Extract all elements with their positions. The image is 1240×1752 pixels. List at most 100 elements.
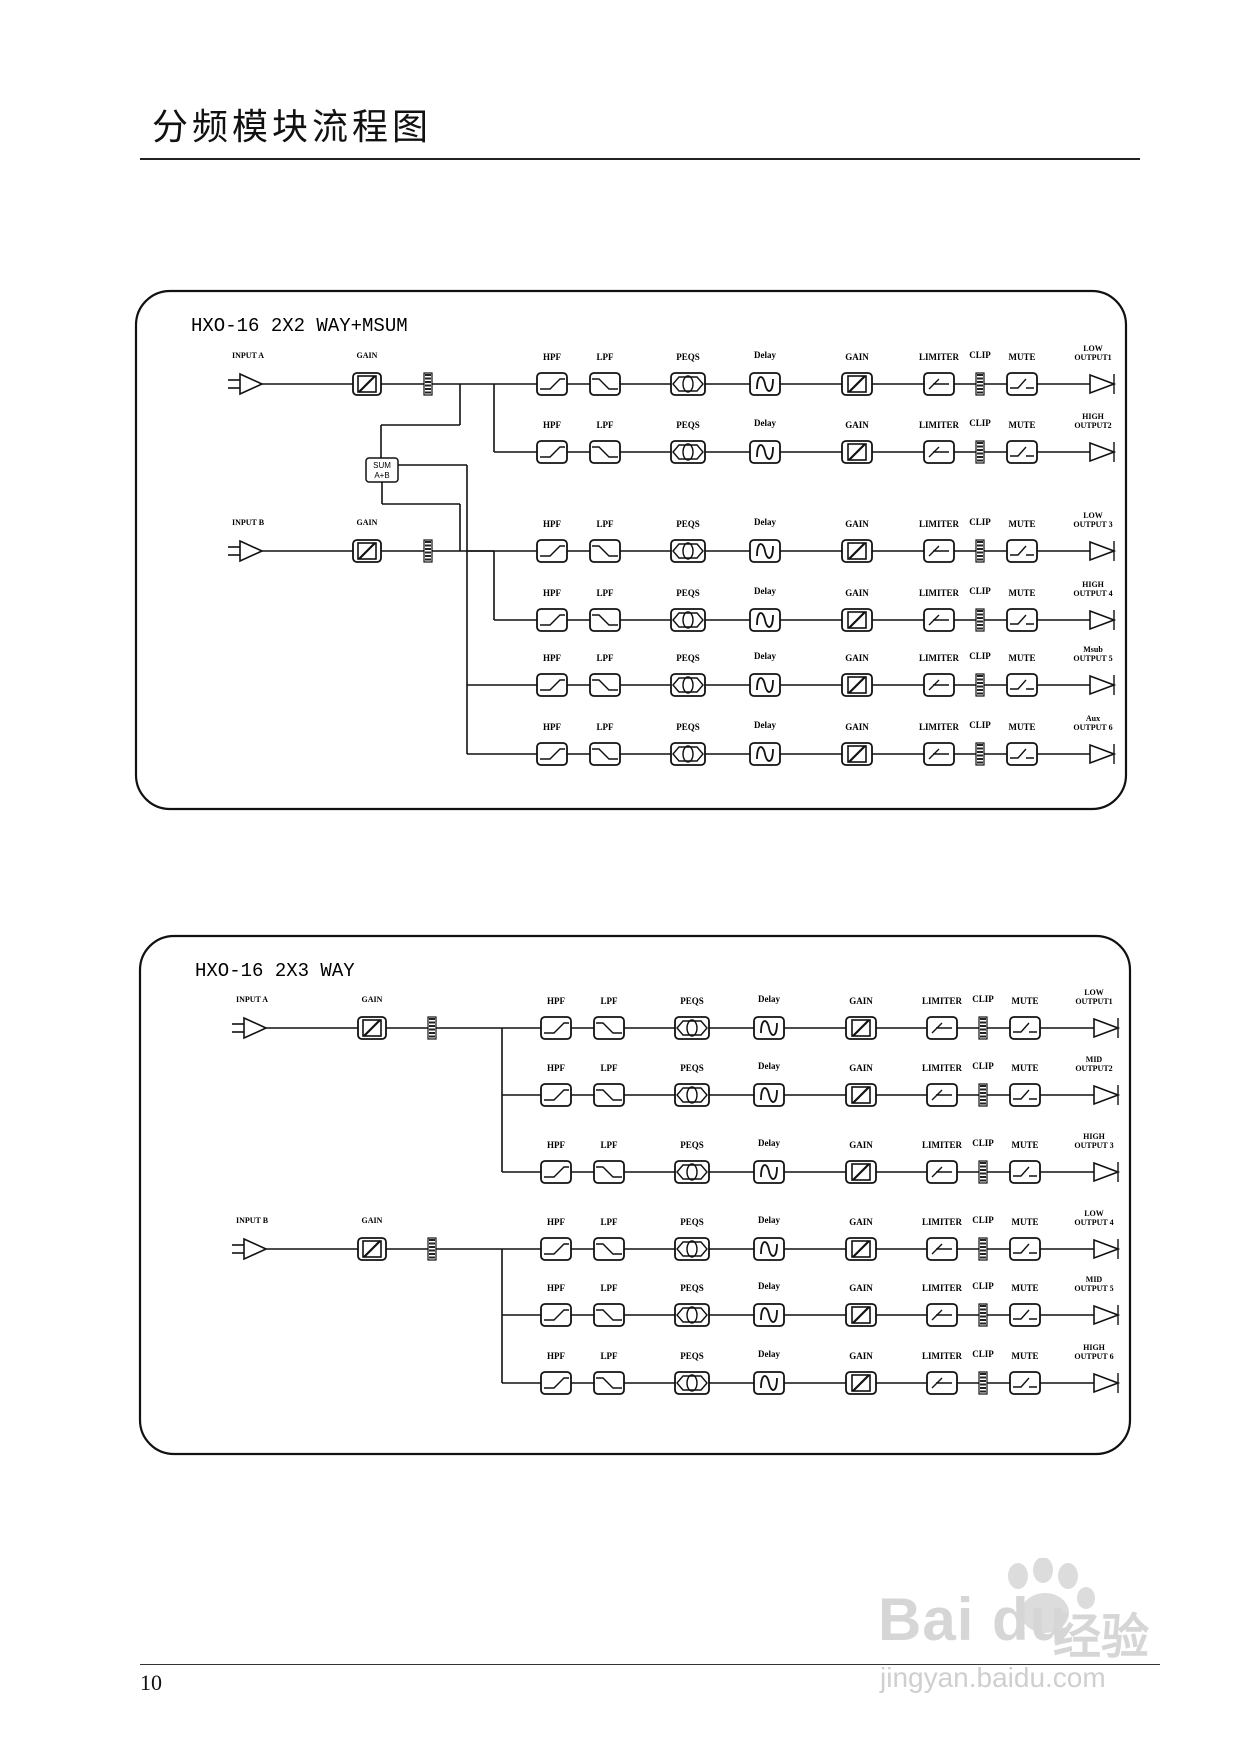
mute-icon[interactable] bbox=[1006, 372, 1038, 396]
limiter-icon[interactable] bbox=[926, 1303, 958, 1327]
peq-icon[interactable] bbox=[670, 539, 706, 563]
lpf-icon[interactable] bbox=[589, 440, 621, 464]
delay-icon[interactable] bbox=[753, 1371, 785, 1395]
gain-icon[interactable] bbox=[841, 608, 873, 632]
gain-icon[interactable] bbox=[845, 1237, 877, 1261]
peq-icon[interactable] bbox=[674, 1160, 710, 1184]
hpf-icon[interactable] bbox=[540, 1371, 572, 1395]
mute-icon[interactable] bbox=[1009, 1016, 1041, 1040]
hpf-icon[interactable] bbox=[540, 1303, 572, 1327]
gain-icon[interactable] bbox=[845, 1371, 877, 1395]
lpf-icon[interactable] bbox=[593, 1303, 625, 1327]
limiter-icon[interactable] bbox=[926, 1016, 958, 1040]
input-gain-box[interactable] bbox=[352, 539, 382, 563]
output-name-label: OUTPUT1 bbox=[1075, 997, 1112, 1006]
watermark: Bai du 经验 jingyan.baidu.com bbox=[868, 1558, 1168, 1700]
output-icon bbox=[1093, 1084, 1121, 1106]
hpf-icon[interactable] bbox=[536, 372, 568, 396]
lpf-icon[interactable] bbox=[593, 1160, 625, 1184]
hpf-icon[interactable] bbox=[536, 539, 568, 563]
lpf-icon[interactable] bbox=[593, 1083, 625, 1107]
peq-icon[interactable] bbox=[674, 1083, 710, 1107]
gain-icon[interactable] bbox=[845, 1083, 877, 1107]
gain-icon[interactable] bbox=[841, 673, 873, 697]
limiter-icon[interactable] bbox=[926, 1237, 958, 1261]
peq-icon[interactable] bbox=[674, 1016, 710, 1040]
limiter-icon[interactable] bbox=[923, 673, 955, 697]
hpf-icon[interactable] bbox=[536, 742, 568, 766]
mute-icon[interactable] bbox=[1009, 1237, 1041, 1261]
gain-icon[interactable] bbox=[845, 1303, 877, 1327]
hpf-icon[interactable] bbox=[536, 440, 568, 464]
delay-icon[interactable] bbox=[749, 372, 781, 396]
lpf-icon[interactable] bbox=[589, 742, 621, 766]
hpf-icon[interactable] bbox=[536, 608, 568, 632]
gain-icon[interactable] bbox=[841, 440, 873, 464]
hpf-icon[interactable] bbox=[536, 673, 568, 697]
mute-icon[interactable] bbox=[1006, 673, 1038, 697]
input-gain-box[interactable] bbox=[357, 1237, 387, 1261]
clip-meter-icon bbox=[975, 372, 985, 396]
lpf-icon[interactable] bbox=[589, 673, 621, 697]
gain-icon[interactable] bbox=[841, 372, 873, 396]
limiter-icon[interactable] bbox=[923, 440, 955, 464]
delay-label: Delay bbox=[754, 350, 776, 360]
delay-icon[interactable] bbox=[749, 539, 781, 563]
delay-icon[interactable] bbox=[753, 1016, 785, 1040]
gain-label: GAIN bbox=[849, 1063, 873, 1073]
peq-icon[interactable] bbox=[670, 440, 706, 464]
peq-icon[interactable] bbox=[674, 1371, 710, 1395]
output-icon bbox=[1093, 1161, 1121, 1183]
clip-label: CLIP bbox=[969, 651, 991, 661]
limiter-icon[interactable] bbox=[923, 742, 955, 766]
limiter-icon[interactable] bbox=[926, 1083, 958, 1107]
lpf-icon[interactable] bbox=[589, 372, 621, 396]
peq-icon[interactable] bbox=[670, 608, 706, 632]
limiter-icon[interactable] bbox=[923, 608, 955, 632]
hpf-icon[interactable] bbox=[540, 1237, 572, 1261]
delay-icon[interactable] bbox=[753, 1237, 785, 1261]
mute-icon[interactable] bbox=[1006, 742, 1038, 766]
mute-icon[interactable] bbox=[1009, 1303, 1041, 1327]
lpf-icon[interactable] bbox=[593, 1371, 625, 1395]
gain-icon[interactable] bbox=[845, 1160, 877, 1184]
gain-icon[interactable] bbox=[845, 1016, 877, 1040]
mute-icon[interactable] bbox=[1009, 1083, 1041, 1107]
lpf-icon[interactable] bbox=[593, 1016, 625, 1040]
mute-icon[interactable] bbox=[1006, 539, 1038, 563]
mute-icon[interactable] bbox=[1009, 1160, 1041, 1184]
limiter-icon[interactable] bbox=[926, 1371, 958, 1395]
header-rule bbox=[140, 158, 1140, 160]
delay-icon[interactable] bbox=[749, 742, 781, 766]
delay-icon[interactable] bbox=[753, 1083, 785, 1107]
limiter-icon[interactable] bbox=[923, 372, 955, 396]
peq-icon[interactable] bbox=[670, 673, 706, 697]
limiter-icon[interactable] bbox=[926, 1160, 958, 1184]
delay-icon[interactable] bbox=[753, 1303, 785, 1327]
delay-icon[interactable] bbox=[749, 608, 781, 632]
gain-icon[interactable] bbox=[841, 742, 873, 766]
limiter-icon[interactable] bbox=[923, 539, 955, 563]
gain-icon[interactable] bbox=[841, 539, 873, 563]
mute-icon[interactable] bbox=[1009, 1371, 1041, 1395]
mute-icon[interactable] bbox=[1006, 608, 1038, 632]
delay-icon[interactable] bbox=[753, 1160, 785, 1184]
peq-icon[interactable] bbox=[674, 1303, 710, 1327]
input-gain-box[interactable] bbox=[357, 1016, 387, 1040]
hpf-icon[interactable] bbox=[540, 1083, 572, 1107]
mute-icon[interactable] bbox=[1006, 440, 1038, 464]
input-gain-box[interactable] bbox=[352, 372, 382, 396]
hpf-icon[interactable] bbox=[540, 1160, 572, 1184]
delay-icon[interactable] bbox=[749, 673, 781, 697]
input-level-meter bbox=[423, 539, 433, 563]
hpf-icon[interactable] bbox=[540, 1016, 572, 1040]
lpf-icon[interactable] bbox=[593, 1237, 625, 1261]
delay-label: Delay bbox=[754, 418, 776, 428]
peq-icon[interactable] bbox=[670, 742, 706, 766]
peq-icon[interactable] bbox=[670, 372, 706, 396]
lpf-icon[interactable] bbox=[589, 539, 621, 563]
peq-icon[interactable] bbox=[674, 1237, 710, 1261]
lpf-icon[interactable] bbox=[589, 608, 621, 632]
delay-icon[interactable] bbox=[749, 440, 781, 464]
